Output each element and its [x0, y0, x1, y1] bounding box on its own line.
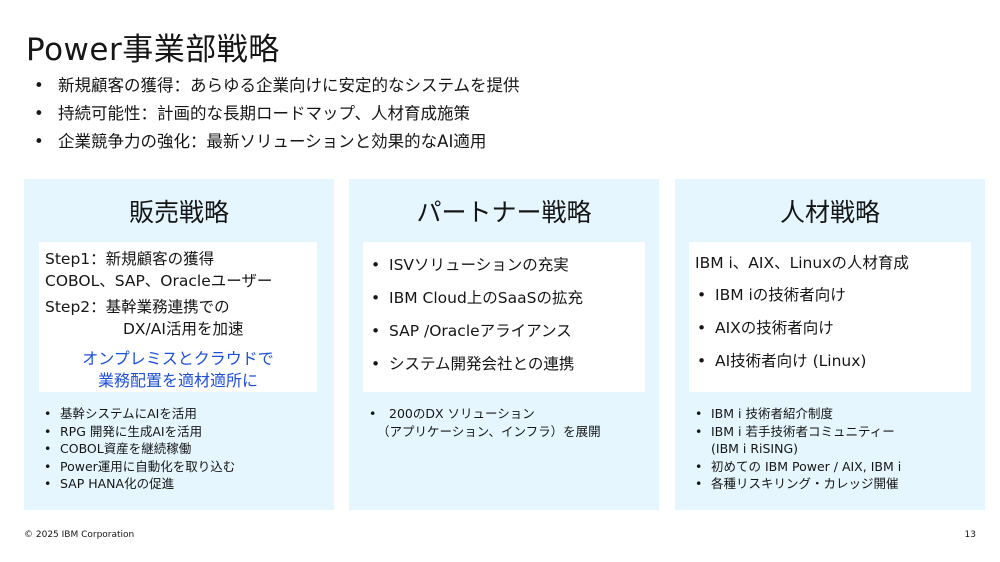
partner-strategy-panel: パートナー戦略 ISVソリューションの充実 IBM Cloud上のSaaSの拡充… — [349, 179, 659, 510]
list-item: IBM iの技術者向け — [695, 284, 965, 306]
list-item: 基幹システムにAIを活用 — [40, 405, 235, 423]
list-item: IBM i 技術者紹介制度 — [691, 405, 901, 423]
talent-strategy-panel: 人材戦略 IBM i、AIX、Linuxの人材育成 IBM iの技術者向け AI… — [675, 179, 985, 510]
list-item: IBM Cloud上のSaaSの拡充 — [369, 287, 639, 309]
sales-strategy-title: 販売戦略 — [128, 198, 229, 227]
list-item: SAP HANA化の促進 — [40, 475, 235, 493]
slide-title: Power事業部戦略 — [26, 32, 280, 68]
list-item: SAP /Oracleアライアンス — [369, 320, 639, 342]
list-item: RPG 開発に生成AIを活用 — [40, 423, 235, 441]
talent-sub-list: IBM i 技術者紹介制度 IBM i 若手技術者コミュニティー (IBM i … — [691, 405, 901, 493]
key-points-list: 新規顧客の獲得：あらゆる企業向けに安定的なシステムを提供 持続可能性：計画的な長… — [34, 72, 520, 156]
highlight-line: オンプレミスとクラウドで — [82, 349, 274, 368]
talent-box-heading: IBM i、AIX、Linuxの人材育成 — [695, 254, 909, 272]
highlight-line: 業務配置を適材適所に — [97, 371, 258, 390]
step2-line: Step2：基幹業務連携での — [45, 298, 230, 316]
list-item: AIXの技術者向け — [695, 317, 965, 339]
step2-detail: DX/AI活用を加速 — [123, 320, 244, 338]
sales-strategy-panel: 販売戦略 Step1：新規顧客の獲得 COBOL、SAP、Oracleユーザー … — [24, 179, 334, 510]
list-item: Power運用に自動化を取り込む — [40, 458, 235, 476]
partner-box: ISVソリューションの充実 IBM Cloud上のSaaSの拡充 SAP /Or… — [363, 242, 645, 392]
partner-sub-list: 200のDX ソリューション （アプリケーション、インフラ）を展開 — [365, 405, 601, 440]
partner-strategy-title: パートナー戦略 — [416, 198, 592, 227]
key-point: 企業競争力の強化：最新ソリューションと効果的なAI適用 — [34, 128, 520, 156]
list-item-continuation: (IBM i RiSING) — [711, 441, 799, 456]
talent-strategy-title: 人材戦略 — [779, 198, 880, 227]
step1-detail: COBOL、SAP、Oracleユーザー — [45, 272, 273, 290]
list-item: 各種リスキリング・カレッジ開催 — [691, 475, 901, 493]
sales-sub-list: 基幹システムにAIを活用 RPG 開発に生成AIを活用 COBOL資産を継続稼働… — [40, 405, 235, 493]
list-item: IBM i 若手技術者コミュニティー — [691, 423, 901, 441]
step1-line: Step1：新規顧客の獲得 — [45, 250, 215, 268]
list-item-continuation: （アプリケーション、インフラ）を展開 — [377, 423, 601, 439]
list-item: システム開発会社との連携 — [369, 353, 639, 375]
key-point: 持続可能性：計画的な長期ロードマップ、人材育成施策 — [34, 100, 520, 128]
list-item: 200のDX ソリューション — [365, 405, 601, 423]
talent-box: IBM i、AIX、Linuxの人材育成 IBM iの技術者向け AIXの技術者… — [689, 242, 971, 392]
page-number: 13 — [964, 530, 976, 540]
list-item: ISVソリューションの充実 — [369, 254, 639, 276]
list-item: 初めての IBM Power / AIX, IBM i — [691, 458, 901, 476]
sales-steps-box: Step1：新規顧客の獲得 COBOL、SAP、Oracleユーザー Step2… — [39, 242, 317, 392]
key-point: 新規顧客の獲得：あらゆる企業向けに安定的なシステムを提供 — [34, 72, 520, 100]
copyright-text: © 2025 IBM Corporation — [24, 530, 135, 540]
list-item: AI技術者向け (Linux) — [695, 350, 965, 372]
list-item: COBOL資産を継続稼働 — [40, 440, 235, 458]
